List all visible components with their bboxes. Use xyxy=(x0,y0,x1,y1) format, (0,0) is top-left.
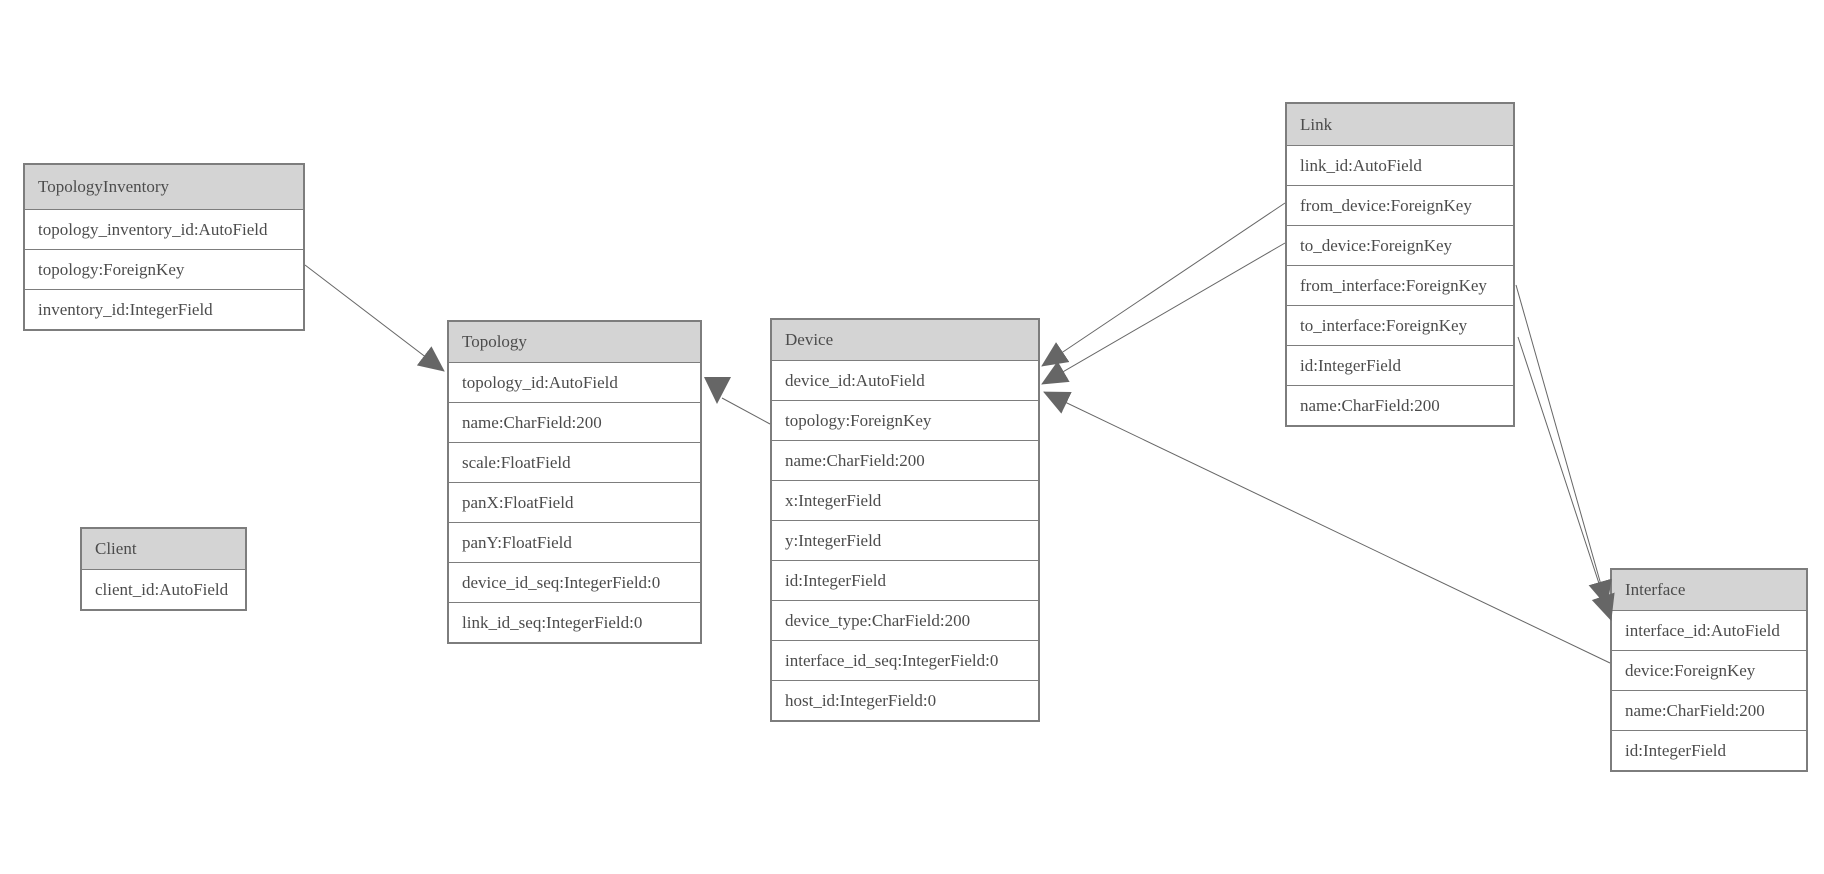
entity-title: Client xyxy=(82,529,245,569)
entity-field-row: panX:FloatField xyxy=(449,482,700,522)
entity-field-row: device_type:CharField:200 xyxy=(772,600,1038,640)
entity-title: Device xyxy=(772,320,1038,360)
entity-field-row: from_device:ForeignKey xyxy=(1287,185,1513,225)
entity-title: Topology xyxy=(449,322,700,362)
entity-field-row: name:CharField:200 xyxy=(1612,690,1806,730)
entity-field-row: host_id:IntegerField:0 xyxy=(772,680,1038,720)
entity-field-row: id:IntegerField xyxy=(1287,345,1513,385)
entity-field-row: topology_id:AutoField xyxy=(449,362,700,402)
entity-field-row: panY:FloatField xyxy=(449,522,700,562)
entity-title: TopologyInventory xyxy=(25,165,303,209)
entity-title: Interface xyxy=(1612,570,1806,610)
relation-Interface-device-to-Device-device_id xyxy=(1043,391,1611,664)
entity-field-row: y:IntegerField xyxy=(772,520,1038,560)
entity-field-row: device_id_seq:IntegerField:0 xyxy=(449,562,700,602)
entity-field-row: to_device:ForeignKey xyxy=(1287,225,1513,265)
entity-title: Link xyxy=(1287,104,1513,145)
relation-Link-from_device-to-Device-device_id xyxy=(1041,202,1286,367)
relation-Link-from_interface-to-Interface-interface_id xyxy=(1515,284,1612,607)
entity-field-row: name:CharField:200 xyxy=(772,440,1038,480)
entity-field-row: inventory_id:IntegerField xyxy=(25,289,303,329)
entity-field-row: device:ForeignKey xyxy=(1612,650,1806,690)
entity-field-row: name:CharField:200 xyxy=(1287,385,1513,425)
arrowhead-Device-topology-to-Topology-topology_id xyxy=(704,377,731,404)
entity-field-row: topology_inventory_id:AutoField xyxy=(25,209,303,249)
entity-field-row: name:CharField:200 xyxy=(449,402,700,442)
entity-field-row: id:IntegerField xyxy=(1612,730,1806,770)
entity-field-row: interface_id_seq:IntegerField:0 xyxy=(772,640,1038,680)
entity-field-row: scale:FloatField xyxy=(449,442,700,482)
entity-field-row: id:IntegerField xyxy=(772,560,1038,600)
entity-field-row: device_id:AutoField xyxy=(772,360,1038,400)
entity-field-row: to_interface:ForeignKey xyxy=(1287,305,1513,345)
entity-field-row: client_id:AutoField xyxy=(82,569,245,609)
entity-field-row: link_id:AutoField xyxy=(1287,145,1513,185)
entity-field-row: from_interface:ForeignKey xyxy=(1287,265,1513,305)
relation-TopologyInventory-topology-to-Topology-topology_id xyxy=(304,264,445,372)
relation-Link-to_interface-to-Interface-interface_id xyxy=(1517,336,1615,621)
entity-field-row: x:IntegerField xyxy=(772,480,1038,520)
entity-field-row: link_id_seq:IntegerField:0 xyxy=(449,602,700,642)
relation-Link-to_device-to-Device-device_id xyxy=(1041,242,1286,385)
entity-field-row: interface_id:AutoField xyxy=(1612,610,1806,650)
relation-Device-topology-to-Topology-topology_id xyxy=(721,397,771,425)
entity-field-row: topology:ForeignKey xyxy=(772,400,1038,440)
entity-field-row: topology:ForeignKey xyxy=(25,249,303,289)
